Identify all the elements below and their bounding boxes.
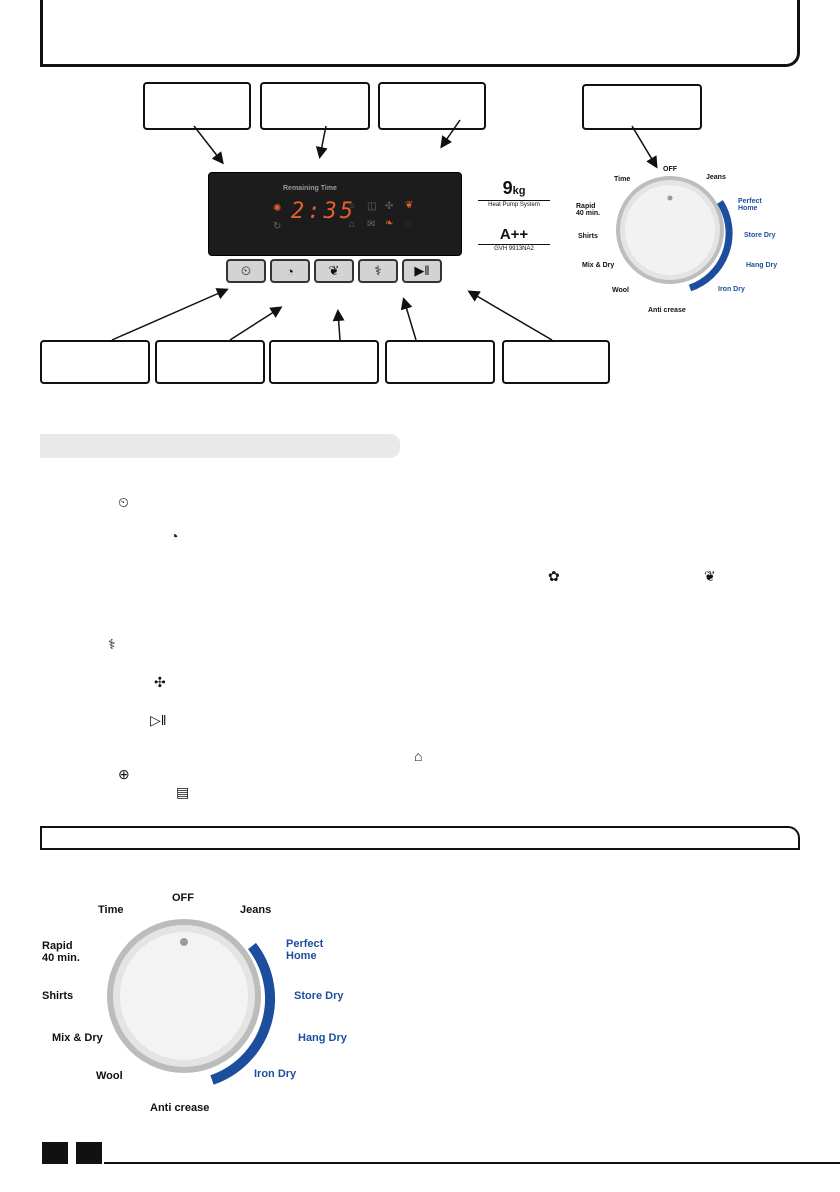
callout-arrows — [111, 119, 658, 341]
large-dial-jeans: Jeans — [240, 904, 272, 916]
large-dial-perfect-home: Perfect Home — [286, 938, 324, 962]
leaf-icon: ❦ — [704, 568, 716, 584]
small-dial-hang-dry: Hang Dry — [746, 262, 778, 269]
display-panel: Remaining Time ✺ ↻ 2:35 ○ ◫ ✣ ❦ ⌂ ✉ ❧ ◌ — [208, 172, 462, 256]
display-sensor-icon: ○ — [349, 201, 356, 212]
timer-icon: ⏲ — [118, 494, 129, 510]
arrow-8 — [400, 297, 417, 341]
system-label: Heat Pump System — [488, 202, 540, 208]
callout-box-4 — [582, 84, 702, 130]
arrow-1 — [193, 125, 224, 165]
energy-badge: A++ GVH 9913NA2 — [478, 226, 550, 252]
delay-icon: ◔ — [170, 528, 179, 544]
play-pause-icon: ▶‖ — [414, 263, 430, 278]
small-dial-store-dry: Store Dry — [744, 232, 776, 239]
globe-icon: ⊕ — [118, 766, 130, 782]
callout-box-9 — [502, 340, 610, 384]
small-dial-iron-dry: Iron Dry — [718, 286, 745, 293]
small-dial-time: Time — [614, 176, 631, 183]
display-clean-icon: ◌ — [405, 219, 411, 230]
leaf-icon: ❦ — [328, 263, 340, 278]
arrow-4 — [631, 125, 658, 169]
arrow-2 — [315, 125, 328, 159]
section-header-bar — [40, 434, 400, 458]
display-hang-icon: ⌂ — [349, 219, 356, 230]
page-tab-right — [76, 1142, 102, 1164]
callout-box-1 — [143, 82, 251, 130]
display-shirt-icon: ✉ — [367, 219, 376, 230]
small-dial-mix: Mix & Dry — [582, 262, 615, 269]
eco-leaf-button[interactable]: ❦ — [314, 259, 354, 283]
callout-box-2 — [260, 82, 370, 130]
large-auto-sensor-arc — [210, 942, 275, 1085]
arrow-6 — [229, 306, 283, 341]
small-dial-jeans: Jeans — [706, 174, 726, 181]
large-dial-shirts: Shirts — [42, 990, 74, 1002]
shirt-icon: ⚕ — [108, 636, 116, 652]
small-dial-wool: Wool — [612, 287, 629, 294]
callout-box-7 — [269, 340, 379, 384]
arrow-9 — [467, 290, 553, 341]
small-dial — [616, 176, 733, 292]
small-dial-anti-crease: Anti crease — [648, 307, 686, 314]
arrow-5 — [111, 288, 229, 341]
display-title: Remaining Time — [283, 185, 337, 192]
large-dial-iron-dry: Iron Dry — [254, 1068, 297, 1080]
arrow-3 — [440, 119, 461, 149]
delay-start-button[interactable]: ◔ — [270, 259, 310, 283]
small-dial-pointer — [667, 195, 673, 201]
display-timer-dot-icon: ✺ — [273, 203, 282, 214]
small-dial-rapid: Rapid 40 min. — [576, 203, 601, 217]
large-dial-store-dry: Store Dry — [294, 990, 344, 1002]
capacity-badge: 9kg Heat Pump System — [478, 178, 550, 208]
display-fan-icon: ✣ — [385, 201, 394, 212]
large-dial-pointer — [180, 938, 188, 946]
model-label: GVH 9913NA2 — [494, 246, 534, 252]
small-dial-off: OFF — [663, 166, 677, 173]
display-store-icon: ◫ — [367, 201, 377, 212]
large-dial-rapid: Rapid 40 min. — [42, 940, 80, 964]
display-leaf-icon: ❦ — [405, 200, 414, 211]
capacity-unit: kg — [512, 185, 526, 197]
display-delay-icon: ↻ — [273, 221, 282, 232]
fan-icon: ✣ — [154, 674, 166, 690]
large-dial-mix: Mix & Dry — [52, 1032, 103, 1044]
large-dial-anti-crease: Anti crease — [150, 1102, 210, 1114]
shirt-icon: ⚕ — [374, 263, 382, 278]
large-dial-hang-dry: Hang Dry — [298, 1032, 347, 1044]
callout-box-8 — [385, 340, 495, 384]
small-dial-shirts: Shirts — [578, 233, 598, 240]
callout-box-6 — [155, 340, 265, 384]
large-dial-time: Time — [98, 904, 124, 916]
water-tank-icon: ▤ — [176, 784, 190, 800]
page-tab-left — [42, 1142, 68, 1164]
callout-box-3 — [378, 82, 486, 130]
capacity-value: 9 — [502, 178, 513, 198]
large-dial — [107, 919, 275, 1085]
header-frame — [40, 0, 800, 67]
start-pause-button[interactable]: ▶‖ — [402, 259, 442, 283]
small-auto-sensor-arc — [688, 200, 733, 292]
anti-crease-button[interactable]: ⚕ — [358, 259, 398, 283]
dial-section-bar — [40, 826, 800, 850]
home-euro-icon: ⌂ — [414, 748, 423, 764]
small-dial-perfect-home: Perfect Home — [738, 198, 762, 212]
display-digits: 2:35 — [291, 199, 356, 224]
callout-box-5 — [40, 340, 150, 384]
large-dial-off: OFF — [172, 892, 194, 904]
timer-icon: ⏲ — [240, 263, 252, 278]
play-pause-icon: ▷‖ — [150, 712, 167, 728]
footer-rule — [104, 1162, 840, 1164]
delay-icon: ◔ — [286, 263, 294, 279]
display-eco-icon: ❧ — [385, 218, 394, 229]
arrow-7 — [332, 309, 345, 341]
cotton-icon: ✿ — [548, 568, 560, 584]
large-dial-wool: Wool — [96, 1070, 123, 1082]
energy-class: A++ — [499, 226, 529, 243]
time-button[interactable]: ⏲ — [226, 259, 266, 283]
